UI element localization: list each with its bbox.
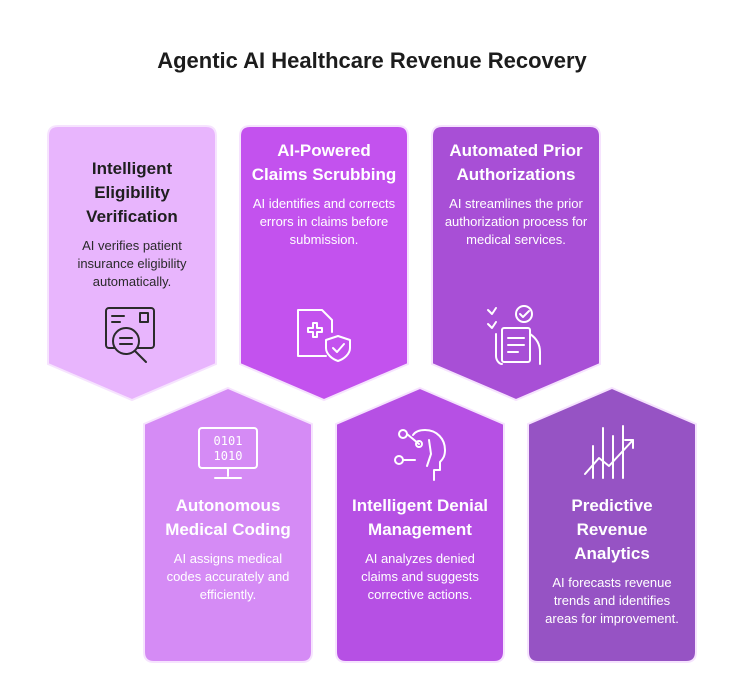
card-prior-authorizations: Automated Prior Authorizations AI stream… [431,125,601,402]
card-description: AI assigns medical codes accurately and … [166,551,290,602]
id-card-search-icon [105,307,155,363]
card-title: Intelligent Denial Management [351,496,489,539]
card-denial-management: Intelligent Denial Management AI analyze… [335,386,505,663]
trend-chart-arrow-icon [584,425,634,479]
card-title: Automated Prior Authorizations [449,141,583,184]
page-title: Agentic AI Healthcare Revenue Recovery [157,48,587,73]
card-claims-scrubbing: AI-Powered Claims Scrubbing AI identifie… [239,125,409,402]
card-eligibility-verification: Intelligent Eligibility Verification AI … [47,125,217,402]
card-title: AI-Powered Claims Scrubbing [251,141,397,184]
card-title: Predictive Revenue Analytics [571,496,653,563]
card-description: AI verifies patient insurance eligibilit… [77,238,187,289]
card-shape-down [431,125,601,402]
medical-document-shield-icon [297,309,351,362]
card-description: AI forecasts revenue trends and identifi… [545,575,679,626]
card-description: AI streamlines the prior authorization p… [444,196,588,247]
card-shape-down [239,125,409,402]
binary-line-1: 0101 [214,434,243,448]
card-description: AI identifies and corrects errors in cla… [252,196,396,247]
card-shape-up [527,386,697,663]
ai-head-circuit-icon [394,429,446,481]
card-shape-down [47,125,217,402]
card-revenue-analytics: Predictive Revenue Analytics AI forecast… [527,386,697,663]
card-title: Intelligent Eligibility Verification [86,159,178,226]
binary-code-monitor-icon: 0101 1010 [198,427,258,479]
binary-line-2: 1010 [214,449,243,463]
card-shape-up [335,386,505,663]
card-shape-up [143,386,313,663]
checklist-hand-icon [487,305,541,365]
card-title: Autonomous Medical Coding [165,496,291,539]
card-medical-coding: 0101 1010 Autonomous Medical Coding AI a… [143,386,313,663]
card-description: AI analyzes denied claims and suggests c… [361,551,479,602]
